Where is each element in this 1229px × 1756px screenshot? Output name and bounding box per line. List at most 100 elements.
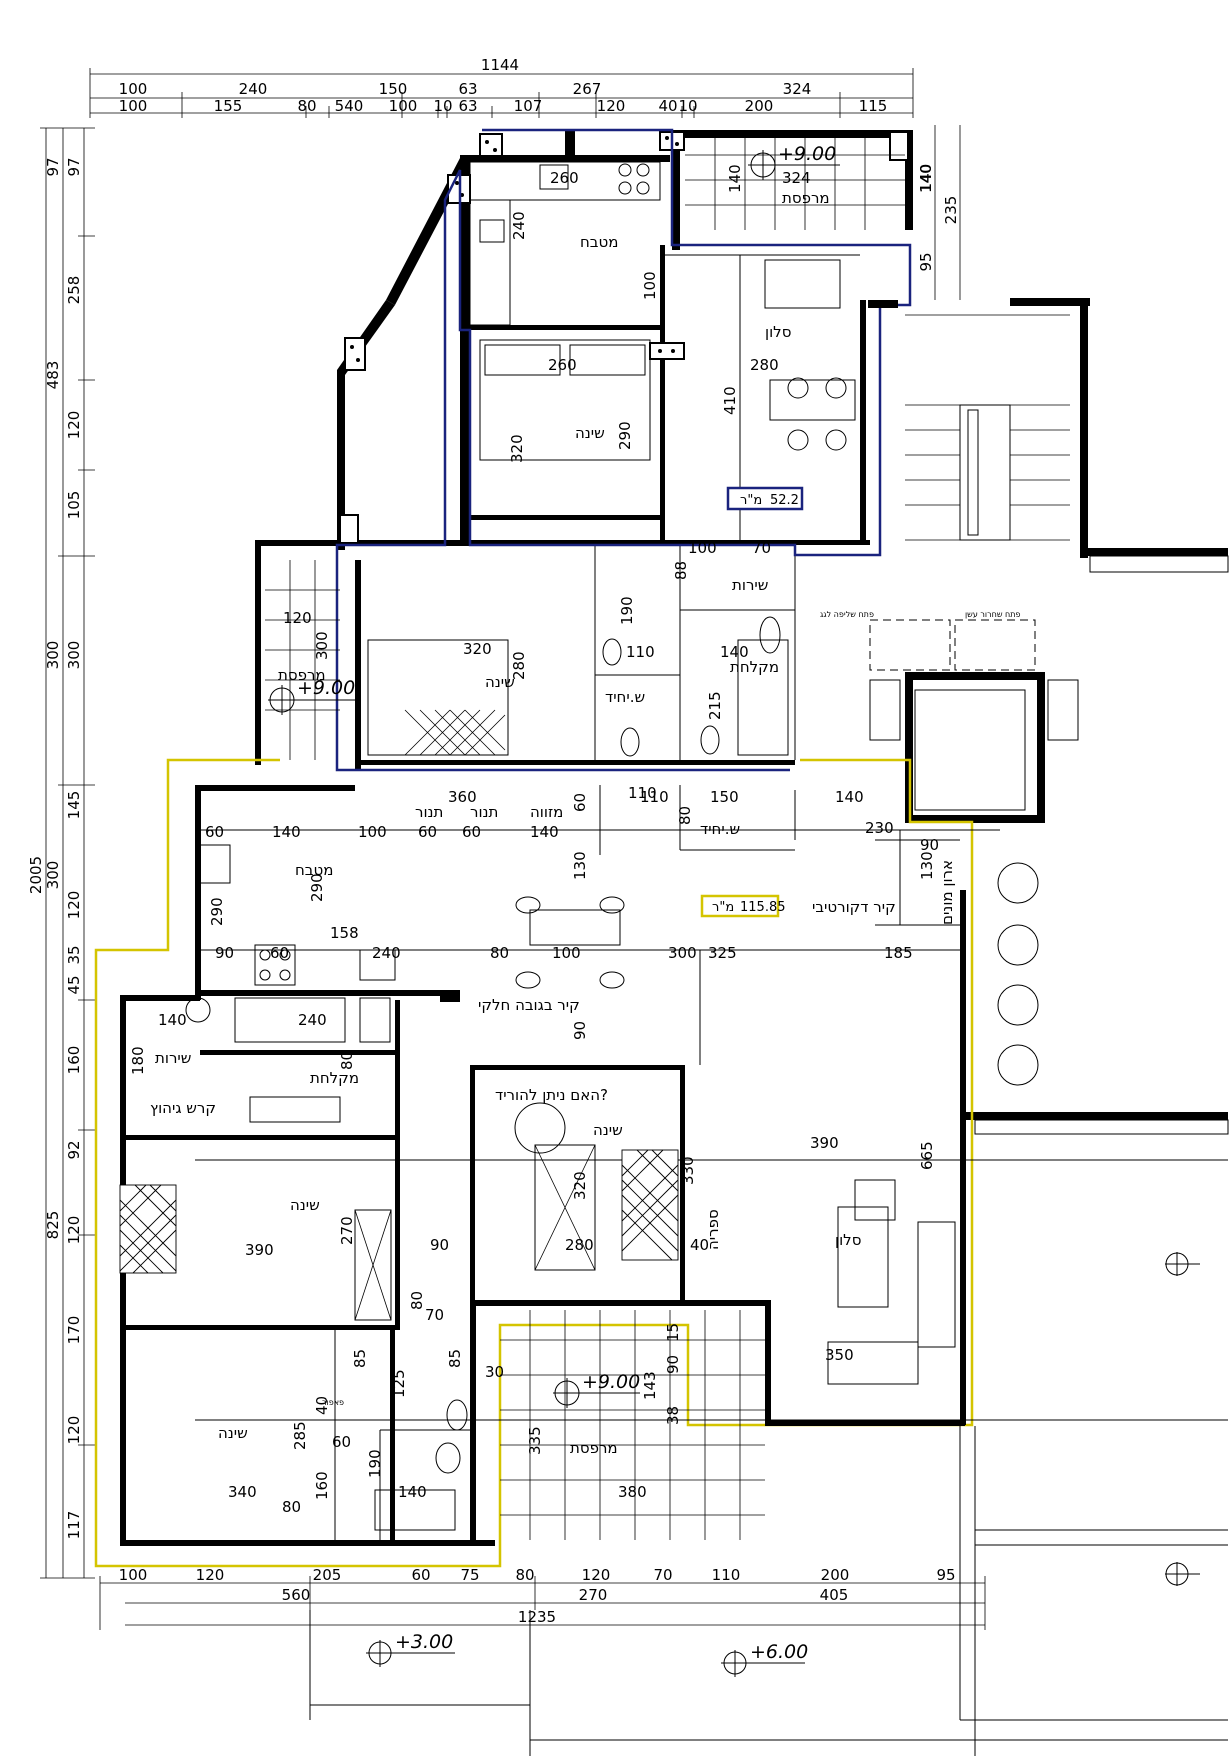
lower-dim-17: 130 xyxy=(571,851,589,880)
lower-area-value: 115.85 xyxy=(740,900,786,915)
lower-oven2-label: תנור xyxy=(470,803,498,821)
dim-top-r1-4: 267 xyxy=(573,80,602,98)
lower-dim-7: 150 xyxy=(710,788,739,806)
lower-dim-32: 390 xyxy=(245,1241,274,1259)
upper-dim-18: 320 xyxy=(463,640,492,658)
lower-dim-34: 320 xyxy=(571,1171,589,1200)
upper-dim-17: 215 xyxy=(706,691,724,720)
lower-living-label: סלון xyxy=(835,1231,861,1249)
dim-left-c-2: 120 xyxy=(65,411,83,440)
dim-top-r2-2: 80 xyxy=(297,97,316,115)
upper-dim-5: 140 xyxy=(917,164,935,193)
dim-bot-r2-1: 270 xyxy=(579,1586,608,1604)
dim-left-b-0: 300 xyxy=(44,861,62,890)
lower-laundry-label: קרש גיהוץ xyxy=(150,1099,216,1117)
bottom-dimensions: 100 120 205 60 75 80 120 70 110 200 95 5… xyxy=(99,1566,986,1630)
lower-deco-wall-label: קיר דקורטיבי xyxy=(812,898,896,916)
dim-left-c-14: 117 xyxy=(65,1511,83,1540)
dim-bot-r1-6: 120 xyxy=(582,1566,611,1584)
upper-dim-22: 110 xyxy=(628,784,657,802)
dim-bot-r1-10: 95 xyxy=(936,1566,955,1584)
dim-top-r2-4: 100 xyxy=(389,97,418,115)
upper-dim-0: 260 xyxy=(550,169,579,187)
dim-left-c-10: 92 xyxy=(65,1140,83,1159)
lower-dim-44: 125 xyxy=(390,1369,408,1398)
dim-left-c-12: 170 xyxy=(65,1316,83,1345)
upper-bedroom-label: שינה xyxy=(575,424,605,442)
dim-top-r2-9: 40 xyxy=(658,97,677,115)
dim-right-0: 140 xyxy=(917,164,935,193)
upper-dim-6: 260 xyxy=(548,356,577,374)
lower-dim-58: 80 xyxy=(282,1498,301,1516)
dim-bot-r1-3: 60 xyxy=(411,1566,430,1584)
dim-top-r2-5: 10 xyxy=(433,97,452,115)
dim-left-c-5: 145 xyxy=(65,791,83,820)
lower-area-box xyxy=(700,894,780,918)
dim-bot-r1-5: 80 xyxy=(515,1566,534,1584)
lower-dim-22: 80 xyxy=(490,944,509,962)
dim-top-r1-0: 100 xyxy=(119,80,148,98)
lower-dim-38: 90 xyxy=(430,1236,449,1254)
lower-dim-25: 325 xyxy=(708,944,737,962)
lower-meters-label: ארון מונים xyxy=(938,860,956,925)
dim-bot-r2-0: 560 xyxy=(282,1586,311,1604)
lower-dim-27: 140 xyxy=(158,1011,187,1029)
upper-dim-10: 290 xyxy=(616,421,634,450)
dim-left-a-1: 483 xyxy=(44,361,62,390)
lower-dim-52: 40 xyxy=(313,1396,331,1415)
lower-dim-51: 350 xyxy=(825,1346,854,1364)
upper-dim-1: 240 xyxy=(510,211,528,240)
dim-left-c-9: 160 xyxy=(65,1046,83,1075)
lower-dim-29: 180 xyxy=(129,1046,147,1075)
upper-services-label: שירות xyxy=(732,576,768,594)
dim-top-r1-2: 150 xyxy=(379,80,408,98)
lower-dim-18: 158 xyxy=(330,924,359,942)
dim-top-r2-11: 200 xyxy=(745,97,774,115)
dim-left-c-1: 258 xyxy=(65,276,83,305)
lower-bedroom-b-label: שינה xyxy=(593,1121,623,1139)
upper-left-balcony-label: מרפסת xyxy=(278,666,326,684)
lower-dim-56: 160 xyxy=(313,1471,331,1500)
lower-dim-16: 290 xyxy=(308,873,326,902)
dim-bot-r2-2: 405 xyxy=(820,1586,849,1604)
lower-dim-31: 90 xyxy=(571,1021,589,1040)
dim-top-r2-6: 63 xyxy=(458,97,477,115)
lower-balcony-label: מרפסת xyxy=(570,1439,618,1457)
level-ground-right: +6.00 xyxy=(750,1641,808,1663)
elevator-label-right: פתח שחרור עשן xyxy=(965,610,1021,619)
upper-balcony-tiles xyxy=(265,138,905,760)
dim-top-r2-7: 107 xyxy=(514,97,543,115)
lower-dim-0: 360 xyxy=(448,788,477,806)
lower-dim-20: 60 xyxy=(270,944,289,962)
lower-dim-9: 140 xyxy=(835,788,864,806)
upper-area-value: 52.2 xyxy=(770,493,799,508)
lower-dim-48: 143 xyxy=(641,1371,659,1400)
upper-dim-4: 140 xyxy=(726,164,744,193)
upper-living-label: סלון xyxy=(765,323,791,341)
left-dimensions: 97 483 300 2005 300 825 97 258 120 105 3… xyxy=(27,127,95,1579)
dim-bot-r1-9: 200 xyxy=(821,1566,850,1584)
dim-left-c-4: 300 xyxy=(65,641,83,670)
dim-left-c-8: 35 xyxy=(65,945,83,964)
dim-top-r2-8: 120 xyxy=(597,97,626,115)
upper-dim-19: 280 xyxy=(510,651,528,680)
lower-dim-42: 70 xyxy=(425,1306,444,1324)
lower-dim-5: 60 xyxy=(571,793,589,812)
lower-dim-11: 90 xyxy=(920,836,939,854)
upper-dim-11: 100 xyxy=(688,539,717,557)
upper-area-unit: מ"ר xyxy=(740,493,762,508)
dim-left-c-3: 105 xyxy=(65,491,83,520)
lower-storage-label: פאפור xyxy=(322,1398,344,1407)
dim-bot-r1-4: 75 xyxy=(460,1566,479,1584)
upper-dim-3: 324 xyxy=(782,169,811,187)
level-ground-left: +3.00 xyxy=(395,1631,453,1653)
lower-dim-59: 140 xyxy=(398,1483,427,1501)
lower-dim-35: 330 xyxy=(679,1156,697,1185)
upper-dim-12: 70 xyxy=(752,539,771,557)
lower-dim-19: 90 xyxy=(215,944,234,962)
dim-top-total: 1144 xyxy=(481,56,519,74)
upper-dim-2: 100 xyxy=(641,271,659,300)
lower-dim-21: 240 xyxy=(372,944,401,962)
upper-dim-9: 320 xyxy=(508,434,526,463)
dim-bot-r1-1: 120 xyxy=(196,1566,225,1584)
